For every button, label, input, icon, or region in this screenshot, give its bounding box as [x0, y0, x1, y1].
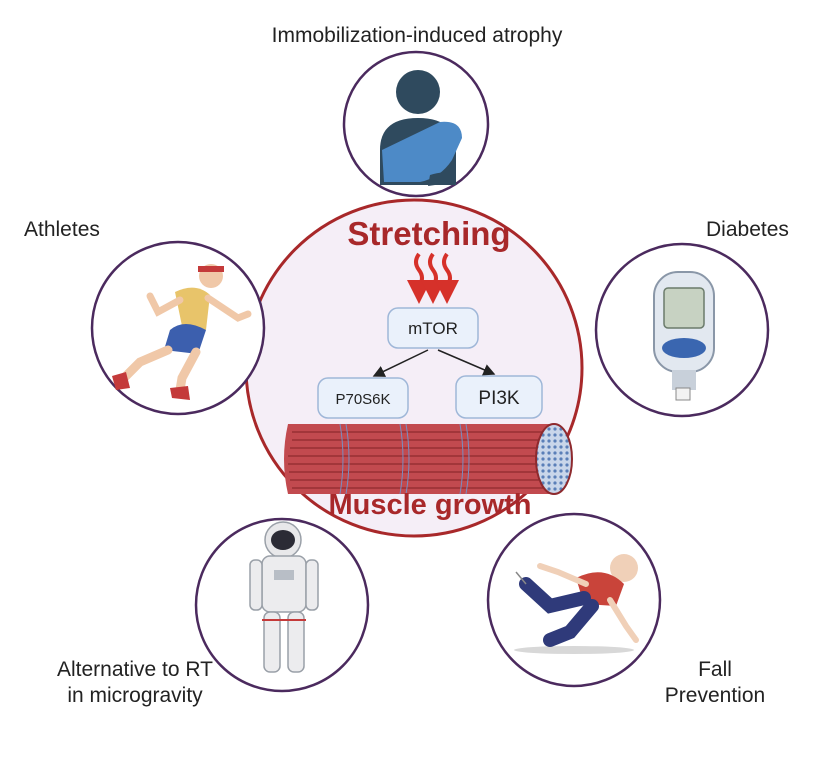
center-title: Stretching	[347, 215, 510, 252]
node-mtor	[387, 307, 479, 349]
center-bottom-label: Muscle growth	[328, 489, 531, 521]
label-left: Athletes	[24, 218, 100, 241]
arrow-mtor-to-p70s6k	[372, 349, 429, 377]
glucose-meter-icon	[653, 271, 715, 401]
label-bottom-left-line2: in microgravity	[67, 684, 203, 707]
astronaut-icon	[249, 521, 319, 673]
node-mtor-label: mTOR	[408, 319, 458, 338]
runner-icon	[112, 264, 252, 400]
node-pi3k	[455, 375, 543, 419]
node-p70s6k-label: P70S6K	[335, 391, 390, 408]
label-bottom-left-line1: Alternative to RT	[56, 658, 213, 681]
injured-arm-sling-icon	[380, 70, 462, 186]
falling-person-icon	[514, 554, 639, 654]
label-bottom-right-line1: Fall	[698, 658, 732, 681]
label-top: Immobilization-induced atrophy	[271, 24, 563, 47]
label-right: Diabetes	[706, 218, 789, 241]
arrow-mtor-to-pi3k	[437, 349, 496, 376]
heat-waves-icon	[407, 252, 459, 304]
label-bottom-right-line2: Prevention	[664, 684, 766, 707]
muscle-fiber-icon	[284, 423, 573, 495]
node-p70s6k	[317, 377, 409, 419]
node-pi3k-label: PI3K	[478, 388, 520, 409]
